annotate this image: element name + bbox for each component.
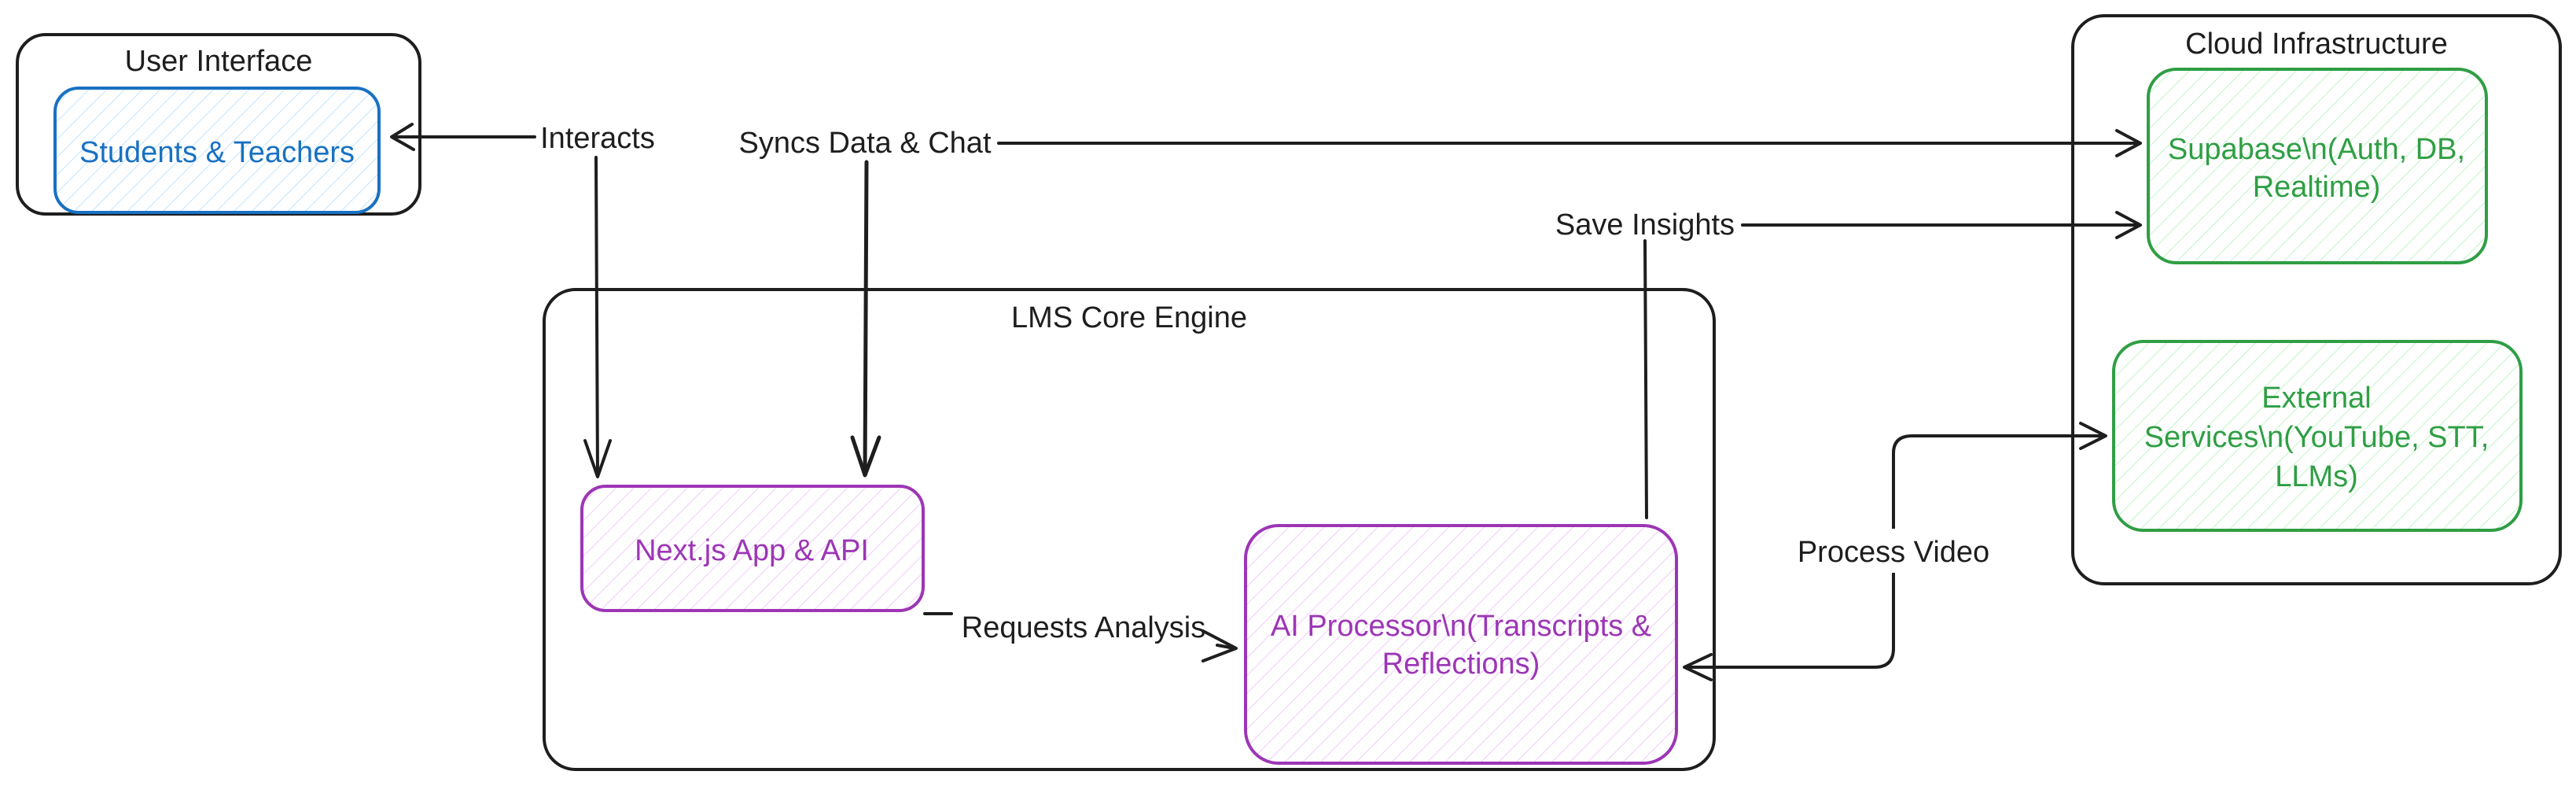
edge-save-insights-label: Save Insights <box>1555 208 1735 242</box>
edge-save-insights-vertical-line <box>1643 239 1648 519</box>
node-external-services: External Services\n(YouTube, STT, LLMs) <box>2112 340 2523 532</box>
edge-syncs-arrowhead-nextjs <box>850 435 881 478</box>
group-user-interface-label: User Interface <box>125 45 313 78</box>
group-lms-core-engine: LMS Core Engine <box>543 288 1716 771</box>
edge-requests-analysis-label: Requests Analysis <box>962 611 1206 644</box>
edge-process-video-arrowhead-ai <box>1683 653 1713 681</box>
node-external-services-label-line-1: External <box>2261 382 2371 415</box>
node-supabase-box <box>2147 68 2488 264</box>
edge-interacts-arrowhead-nextjs <box>583 439 612 478</box>
node-ai-processor: AI Processor\n(Transcripts & Reflections… <box>1244 524 1678 765</box>
edge-syncs-label: Syncs Data & Chat <box>738 127 991 160</box>
edge-syncs-arrowhead-supabase <box>2115 129 2142 157</box>
node-nextjs-box <box>580 485 925 612</box>
group-cloud-infrastructure-border <box>2071 14 2562 585</box>
edge-interacts: Interacts <box>390 122 655 478</box>
group-cloud-infrastructure-label: Cloud Infrastructure <box>2185 28 2448 61</box>
edge-requests-analysis-arrowhead <box>1202 629 1238 662</box>
edge-interacts-label: Interacts <box>540 122 655 155</box>
edge-process-video: Process Video <box>1683 422 2107 681</box>
edge-syncs-to-nextjs-line <box>863 160 869 476</box>
edge-process-video-label-bg <box>1779 529 2008 573</box>
node-external-services-label-line-2: Services\n(YouTube, STT, <box>2144 421 2490 454</box>
edge-requests-analysis: Requests Analysis <box>923 611 1238 662</box>
node-students-teachers-box <box>53 87 381 214</box>
node-ai-processor-label-line-1: AI Processor\n(Transcripts & <box>1271 610 1651 643</box>
node-nextjs-app-api: Next.js App & API <box>580 485 925 612</box>
node-ai-processor-box <box>1244 524 1678 765</box>
node-students-teachers: Students & Teachers <box>53 87 381 214</box>
node-supabase-label-line-1: Supabase\n(Auth, DB, <box>2168 133 2465 166</box>
node-ai-processor-label-line-2: Reflections) <box>1382 648 1540 681</box>
edge-save-insights: Save Insights <box>1555 208 2142 519</box>
edge-process-video-label: Process Video <box>1798 536 1989 569</box>
edge-interacts-to-nextjs-line <box>594 156 599 477</box>
edge-save-insights-arrowhead <box>2115 211 2142 239</box>
node-external-services-label-line-3: LLMs) <box>2275 460 2358 493</box>
group-lms-core-engine-border <box>543 288 1716 771</box>
node-supabase-label-line-2: Realtime) <box>2253 171 2381 204</box>
group-cloud-infrastructure: Cloud Infrastructure <box>2071 14 2562 585</box>
group-lms-core-engine-label: LMS Core Engine <box>1011 301 1247 334</box>
node-supabase: Supabase\n(Auth, DB, Realtime) <box>2147 68 2488 264</box>
edge-syncs-data-chat: Syncs Data & Chat <box>738 127 2142 478</box>
node-external-services-box <box>2112 340 2523 532</box>
edge-interacts-arrowhead-users <box>390 123 415 151</box>
edge-process-video-arrowhead-external <box>2079 422 2107 450</box>
edge-requests-analysis-end-line <box>1216 644 1236 650</box>
node-students-teachers-label: Students & Teachers <box>79 136 355 169</box>
node-nextjs-label: Next.js App & API <box>635 534 869 567</box>
